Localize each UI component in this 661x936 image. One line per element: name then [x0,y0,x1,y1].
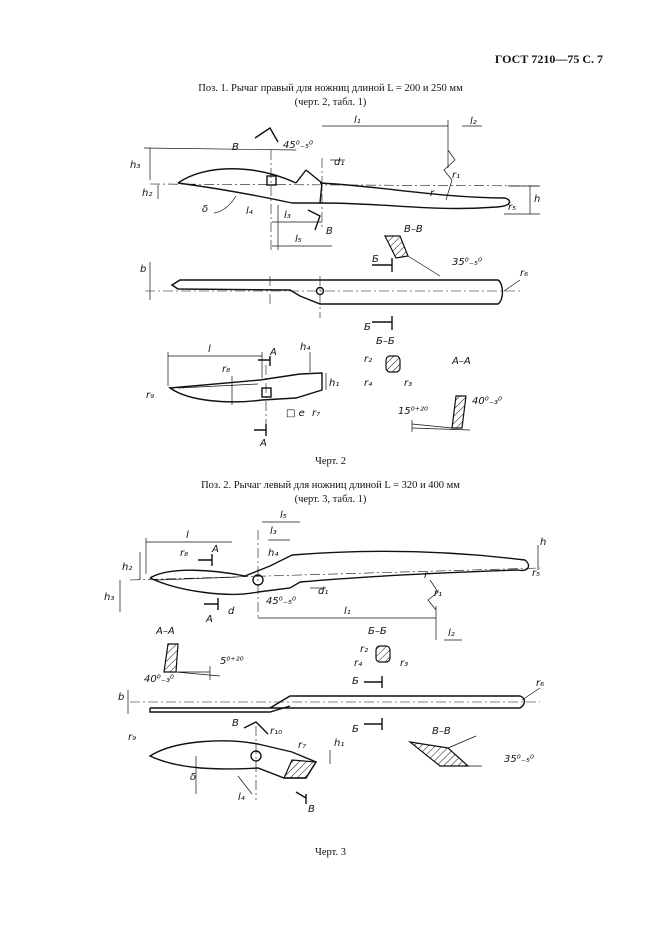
pos2-caption: Поз. 2. Рычаг левый для ножниц длиной L … [0,479,661,507]
fig2-label-l2: l₂ [470,116,477,127]
fig2-label-r5: r₅ [508,202,516,213]
fig3-label-h4: h₄ [268,548,278,559]
pos1-caption: Поз. 1. Рычаг правый для ножниц длиной L… [0,82,661,110]
fig3-label-l3: l₃ [270,526,277,537]
fig2-label-h: h [534,194,540,205]
fig3-label-l5: l₅ [280,510,287,521]
fig3-label-r4: r₄ [354,658,362,669]
fig2-label-r6: r₆ [520,268,528,279]
fig2-label-r4: r₄ [364,378,372,389]
fig2-label-h2: h₂ [142,188,152,199]
fig2-label-B-right: В [326,226,333,237]
pos1-caption-line1: Поз. 1. Рычаг правый для ножниц длиной L… [198,83,463,94]
fig2-label-l1: l₁ [354,115,361,126]
fig2-label-angle-35: 35⁰₋₅⁰ [452,257,482,268]
fig2-label-l4: l₄ [246,206,253,217]
fig2-section-BB [384,235,441,277]
fig3-label-angle-40: 40⁰₋₃⁰ [144,674,174,685]
fig2-label-section-AA: А–А [451,356,471,367]
fig3-label-l2: l₂ [448,628,455,639]
fig3-label-angle-35: 35⁰₋₅⁰ [504,754,534,765]
fig3-top-view [127,687,541,730]
fig3-label-B-mark: В [232,718,239,729]
fig3-label-h1: h₁ [334,738,344,749]
fig2-label-l5: l₅ [295,234,302,245]
fig3-section-bb-shape [364,645,391,688]
fig3-side-view [119,521,541,641]
fig3-label-r2: r₂ [360,644,368,655]
fig3-label-l1: l₁ [344,606,351,617]
fig2-label-r9: r₉ [146,390,154,401]
fig3-label-r3: r₃ [400,658,408,669]
fig2-label-h4: h₄ [300,342,310,353]
fig2-label-b-mark2: Б [364,322,371,333]
fig3-blade-view [148,721,331,804]
fig2-label-r1: r₁ [452,170,460,181]
fig2-label-b-mark: Б [372,254,379,265]
fig3-label-angle-45: 45⁰₋₅⁰ [266,596,296,607]
fig2-label-r3: r₃ [404,378,412,389]
fig3-label-b-mark: Б [352,676,359,687]
page-header: ГОСТ 7210—75 С. 7 [494,52,603,66]
fig3-label-h3: h₃ [104,592,114,603]
fig3-label-section-BB: В–В [432,726,451,737]
fig3-label-h: h [540,537,546,548]
fig3-section-BB [407,735,482,767]
fig2-top-view [145,258,521,330]
fig3-label-d1: d₁ [318,586,328,597]
fig3-label-r8: r₈ [180,548,188,559]
fig2-label-d1: d₁ [334,157,344,168]
fig2-blade-view [167,352,327,436]
fig3-label-r5: r₅ [532,568,540,579]
fig3-label-a-mark: А [211,544,219,555]
fig2-label-section-bb: Б–Б [376,336,395,347]
fig2-label-B-left: В [232,142,239,153]
fig3-label-h2: h₂ [122,562,132,573]
fig2-label-a-mark2: А [259,438,267,449]
fig2-label-h3: h₃ [130,160,140,171]
fig3-label-a-mark2: А [205,614,213,625]
figure-2-label: Черт. 2 [315,456,346,467]
fig3-label-delta: δ [190,772,196,783]
fig2-section-bb-shape [385,355,401,373]
fig3-label-l4: l₄ [238,792,245,803]
figure-3-label: Черт. 3 [315,847,346,858]
fig3-label-r7: r₇ [298,740,306,751]
fig3-label-r10: r₁₀ [270,726,282,737]
fig2-label-h1: h₁ [329,378,339,389]
fig3-label-section-bb: Б–Б [368,626,387,637]
fig3-label-angle-5: 5⁰⁺²⁰ [220,656,244,667]
fig2-section-AA [411,395,471,432]
fig3-label-b: b [118,692,124,703]
fig3-label-B-mark2: В [308,804,315,815]
fig3-label-l: l [186,530,189,541]
fig3-label-d: d [228,606,235,617]
fig3-label-b-mark2: Б [352,724,359,735]
fig3-label-r6: r₆ [536,678,544,689]
fig2-side-view [143,120,541,250]
fig2-label-r: r [430,188,435,199]
fig3-label-section-AA: А–А [155,626,175,637]
fig2-label-angle-40: 40⁰₋₃⁰ [472,396,502,407]
fig3-label-r9: r₉ [128,732,136,743]
fig2-label-delta: δ [202,204,208,215]
fig2-label-r8: r₈ [222,364,230,375]
fig2-label-section-BB: В–В [404,224,423,235]
fig2-label-l: l [208,344,211,355]
fig2-label-r2: r₂ [364,354,372,365]
fig2-label-angle-15: 15⁰⁺²⁰ [398,406,428,417]
fig2-label-angle: 45⁰₋₅⁰ [283,140,313,151]
fig2-label-l3: l₃ [284,210,291,221]
fig2-label-r7: r₇ [312,408,320,419]
pos2-caption-line2: (черт. 3, табл. 1) [294,494,367,505]
fig2-label-e: □ e [286,408,305,419]
pos2-caption-line1: Поз. 2. Рычаг левый для ножниц длиной L … [201,480,460,491]
fig3-section-AA [163,643,221,680]
fig2-label-b: b [140,264,146,275]
pos1-caption-line2: (черт. 2, табл. 1) [294,97,367,108]
fig2-label-a-mark: А [269,347,277,358]
fig3-label-r1: r₁ [434,588,442,599]
fig3-label-r: r [424,570,429,581]
